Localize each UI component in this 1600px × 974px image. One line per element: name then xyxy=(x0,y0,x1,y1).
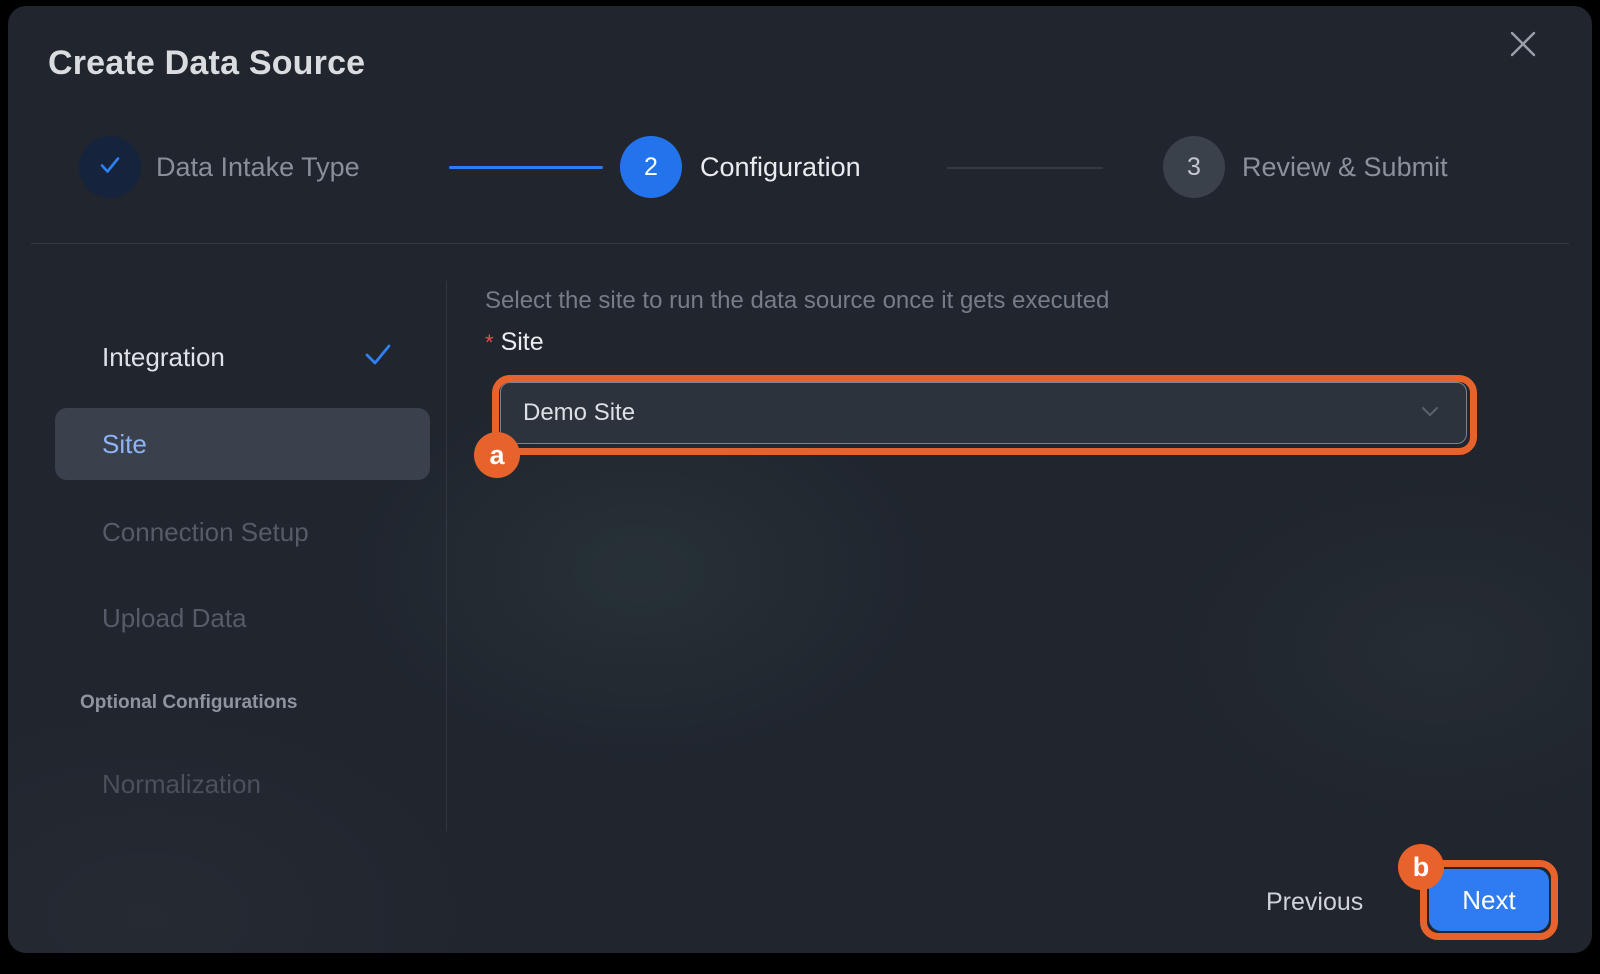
previous-button[interactable]: Previous xyxy=(1258,884,1371,921)
step-2-label: Configuration xyxy=(700,152,861,182)
step-3-indicator[interactable]: 3 xyxy=(1163,136,1225,198)
step-connector-upcoming xyxy=(947,167,1103,169)
sidebar-item-integration[interactable]: Integration xyxy=(102,339,394,375)
header-divider xyxy=(31,243,1569,244)
check-icon xyxy=(362,341,394,374)
step-2-number: 2 xyxy=(644,152,658,181)
sidebar-section-label: Optional Configurations xyxy=(80,692,298,713)
check-icon xyxy=(95,150,125,185)
close-button[interactable] xyxy=(1506,29,1540,63)
sidebar-item-label: Integration xyxy=(102,341,225,372)
site-select-value: Demo Site xyxy=(523,399,636,426)
close-icon xyxy=(1508,29,1538,64)
sidebar-divider xyxy=(446,281,447,831)
field-label-text: Site xyxy=(500,328,544,356)
sidebar-item-connection-setup[interactable]: Connection Setup xyxy=(102,517,309,547)
page-title: Create Data Source xyxy=(48,44,366,82)
step-1-label: Data Intake Type xyxy=(156,152,360,182)
next-button[interactable]: Next xyxy=(1429,869,1549,931)
sidebar-item-normalization[interactable]: Normalization xyxy=(102,769,261,799)
create-data-source-modal: Create Data Source Data Intake Type 2 Co… xyxy=(8,6,1592,953)
sidebar-item-label: Site xyxy=(102,428,147,459)
site-field-label: * Site xyxy=(485,328,544,357)
step-2-indicator[interactable]: 2 xyxy=(620,136,682,198)
step-connector-completed xyxy=(449,166,603,169)
required-asterisk: * xyxy=(485,329,494,355)
step-3-label: Review & Submit xyxy=(1242,152,1448,182)
sidebar-item-site[interactable]: Site xyxy=(55,408,430,480)
site-select[interactable]: Demo Site xyxy=(500,382,1467,444)
sidebar-item-upload-data[interactable]: Upload Data xyxy=(102,603,247,633)
chevron-down-icon xyxy=(1418,399,1442,428)
annotation-badge-b: b xyxy=(1398,844,1444,890)
annotation-badge-a: a xyxy=(474,432,520,478)
instruction-text: Select the site to run the data source o… xyxy=(485,287,1110,314)
step-3-number: 3 xyxy=(1187,152,1201,181)
step-1-indicator[interactable] xyxy=(79,136,141,198)
